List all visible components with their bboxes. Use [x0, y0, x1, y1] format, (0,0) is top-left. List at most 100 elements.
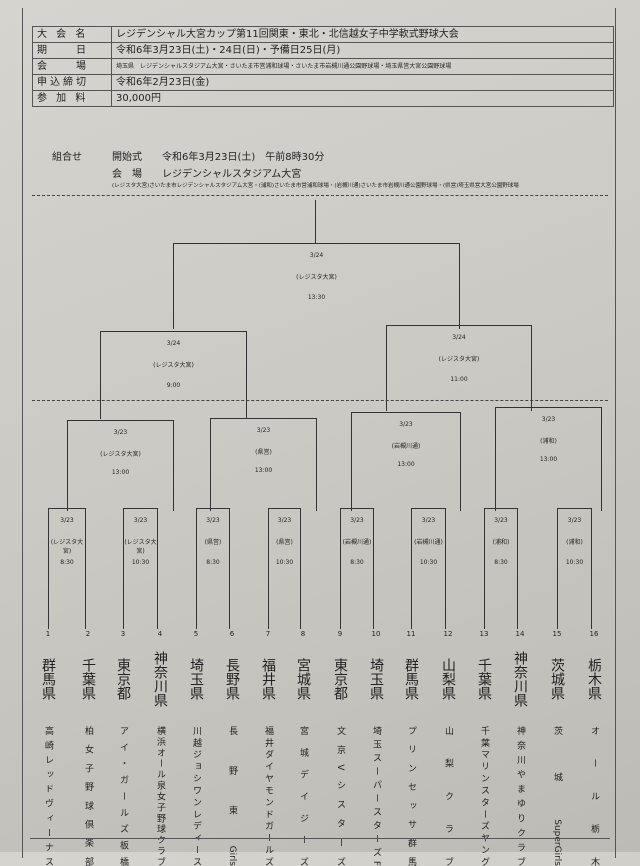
team-name: 山梨クラブ	[443, 726, 453, 866]
match-venue: (レジスタ大宮)	[153, 362, 194, 369]
match-time: 13:00	[254, 467, 273, 474]
match-time: 10:30	[275, 559, 294, 566]
first-round-match: 3/23(浦和)10:30	[557, 508, 592, 629]
team-entry: 12 山梨県山梨クラブ	[433, 630, 463, 866]
match-venue: (県営)	[204, 539, 222, 546]
team-number: 13	[479, 630, 489, 638]
match-venue: (レジスタ大宮)	[100, 451, 141, 458]
team-number: 2	[85, 630, 91, 638]
label: 申込締切	[32, 74, 112, 91]
match-date: 3/23	[350, 517, 364, 524]
match-time: 13:00	[111, 469, 130, 476]
match-venue: (浦和)	[492, 539, 510, 546]
team-prefecture: 千葉県	[476, 658, 492, 700]
team-prefecture: 福井県	[260, 658, 276, 700]
match-date: 3/23	[277, 517, 292, 524]
match-venue: (県営)	[276, 539, 293, 546]
row-venue: 会 場埼玉県 レジデンシャルスタジアム大宮・さいたま市営浦和球場・さいたま市岩槻…	[32, 58, 614, 75]
quarterfinal-match: 3/23(レジスタ大宮)13:00	[67, 420, 174, 511]
match-venue: (浦和)	[566, 539, 583, 546]
team-name: 長野東Girls	[227, 726, 237, 866]
team-number: 3	[120, 630, 126, 638]
value: 30,000円	[111, 90, 614, 107]
schedule-label: 組合せ	[52, 152, 82, 163]
team-entry: 8 宮城県宮城デイジーズ	[288, 630, 318, 866]
match-date: 3/23	[60, 517, 74, 524]
match-time: 13:30	[307, 294, 326, 301]
frame-bottom	[30, 838, 610, 839]
match-venue: (岩槻川通)	[391, 443, 421, 450]
tournament-info-table: 大 会 名レジデンシャル大宮カップ第11回関東・東北・北信越女子中学軟式野球大会…	[32, 26, 614, 107]
team-number: 4	[157, 630, 163, 638]
semifinal-match: 3/24(レジスタ大宮)9:00	[100, 331, 247, 419]
match-date: 3/23	[541, 416, 556, 423]
match-time: 13:00	[397, 461, 415, 468]
team-prefecture: 宮城県	[295, 658, 311, 700]
opening-label: 開始式	[112, 152, 142, 163]
match-date: 3/24	[452, 334, 466, 341]
match-date: 3/23	[206, 517, 220, 524]
team-prefecture: 神奈川県	[152, 651, 168, 707]
divider	[32, 195, 608, 196]
match-date: 3/24	[309, 252, 324, 259]
match-venue: (レジスタ大宮)	[296, 274, 337, 281]
final-connector	[315, 200, 316, 243]
team-number: 5	[193, 630, 199, 638]
match-date: 3/23	[567, 517, 582, 524]
match-venue: (レジスタ大宮)	[124, 539, 157, 555]
match-venue: (県営)	[255, 449, 272, 456]
match-time: 10:30	[131, 559, 150, 566]
team-name: 埼玉スーパースターズF	[371, 726, 381, 866]
match-venue: (岩槻川通)	[414, 539, 443, 546]
first-round-match: 3/23 (岩槻川通) 10:30	[411, 508, 446, 629]
semifinal-match: 3/24(レジスタ大宮)11:00	[386, 325, 532, 411]
match-date: 3/23	[421, 517, 436, 524]
team-number: 14	[515, 630, 525, 638]
team-name: オール栃木	[589, 726, 599, 866]
team-prefecture: 東京都	[332, 658, 348, 700]
match-date: 3/23	[494, 517, 508, 524]
team-prefecture: 埼玉県	[188, 658, 204, 700]
team-prefecture: 茨城県	[549, 658, 565, 700]
quarterfinal-match: 3/23(浦和)13:00	[495, 407, 602, 511]
match-venue: (岩槻川通)	[342, 539, 372, 546]
team-prefecture: 東京都	[115, 658, 131, 700]
team-number: 10	[371, 630, 381, 638]
document-page	[22, 8, 616, 858]
row-tournament-name: 大 会 名レジデンシャル大宮カップ第11回関東・東北・北信越女子中学軟式野球大会	[32, 26, 614, 43]
team-number: 8	[300, 630, 306, 638]
team-number: 1	[45, 630, 51, 638]
team-name: 宮城デイジーズ	[298, 726, 308, 866]
team-number: 7	[265, 630, 271, 638]
match-time: 8:30	[206, 559, 220, 566]
team-prefecture: 神奈川県	[512, 651, 528, 707]
match-time: 10:30	[419, 559, 438, 566]
match-time: 9:00	[166, 382, 181, 389]
value: 令和6年3月23日(土)・24日(日)・予備日25日(月)	[111, 42, 614, 59]
team-number: 6	[229, 630, 235, 638]
team-name: プリンセッサ群馬	[406, 726, 416, 866]
match-time: 8:30	[60, 559, 74, 566]
row-dates: 期 日令和6年3月23日(土)・24日(日)・予備日25日(月)	[32, 42, 614, 59]
team-entry: 7 福井県福井ダイヤモンドガールズ	[253, 630, 283, 866]
label: 期 日	[32, 42, 112, 59]
quarterfinal-match: 3/23(岩槻川通)13:00	[351, 412, 461, 511]
team-prefecture: 千葉県	[80, 658, 96, 700]
match-venue: (浦和)	[540, 438, 557, 445]
team-prefecture: 山梨県	[440, 658, 456, 700]
team-prefecture: 群馬県	[403, 658, 419, 700]
team-name: 川越ジョシワンレディース	[191, 726, 201, 866]
team-number: 12	[443, 630, 453, 638]
match-time: 8:30	[494, 559, 508, 566]
team-prefecture: 栃木県	[586, 658, 602, 700]
team-name: アイ・ガールズ板橋	[118, 726, 128, 866]
first-round-match: 3/23 (県営) 10:30	[268, 508, 301, 629]
team-name: 福井ダイヤモンドガールズ	[263, 726, 273, 866]
team-number: 15	[552, 630, 562, 638]
